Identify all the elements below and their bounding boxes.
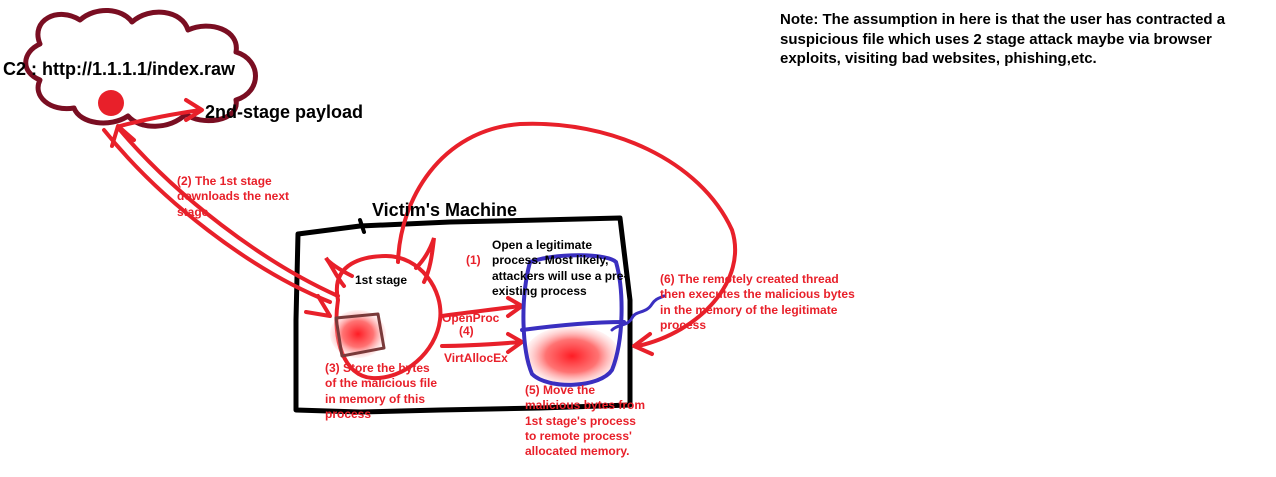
payload-arrowhead (184, 98, 204, 122)
remote-thread-arrowhead (632, 332, 654, 356)
c2-label: C2 : http://1.1.1.1/index.raw (3, 59, 236, 79)
first-stage-horn-right (414, 237, 436, 284)
legitimate-process (521, 253, 624, 387)
step5-text: (5) Move the malicious bytes from 1st st… (525, 383, 646, 459)
note-text: Note: The assumption in here is that the… (780, 11, 1226, 67)
first-stage-process (334, 253, 443, 381)
virtalloc-arrowhead (506, 332, 524, 354)
payload-arrow (118, 108, 202, 128)
c2-cloud (23, 7, 258, 129)
first-stage-memory-block (334, 312, 386, 358)
remote-thread-squiggle (610, 294, 666, 332)
step1-text: Open a legitimate process. Most likely, … (492, 238, 628, 299)
first-stage-memory-blob (330, 310, 386, 358)
download-line-outer (102, 128, 332, 304)
step1-number: (1) (466, 253, 481, 267)
download-arrowhead-bottom (304, 294, 332, 318)
legit-memory-divider (520, 320, 626, 332)
download-line-inner (118, 128, 340, 298)
step3-text: (3) Store the bytes of the malicious fil… (325, 361, 438, 422)
payload-label: 2nd-stage payload (205, 102, 364, 122)
download-arrowhead-top (110, 124, 136, 148)
step6-text: (6) The remotely created thread then exe… (660, 272, 855, 333)
step2-text: (2) The 1st stage downloads the next sta… (177, 174, 290, 219)
c2-red-dot (98, 90, 124, 116)
legit-memory-blob (524, 326, 620, 386)
victim-machine-title: Victim's Machine (372, 200, 518, 220)
step4-number: (4) (459, 324, 474, 338)
virtalloc-arrow (440, 340, 524, 348)
first-stage-horn-left (324, 256, 354, 288)
step4-virtallocex: VirtAllocEx (444, 351, 508, 365)
victim-machine-box (293, 215, 633, 415)
first-stage-label: 1st stage (355, 273, 408, 287)
remote-thread-loop (396, 121, 738, 348)
step4-openproc: OpenProc (442, 311, 500, 325)
openproc-arrow (440, 304, 522, 318)
box-corner-tick (358, 218, 366, 234)
